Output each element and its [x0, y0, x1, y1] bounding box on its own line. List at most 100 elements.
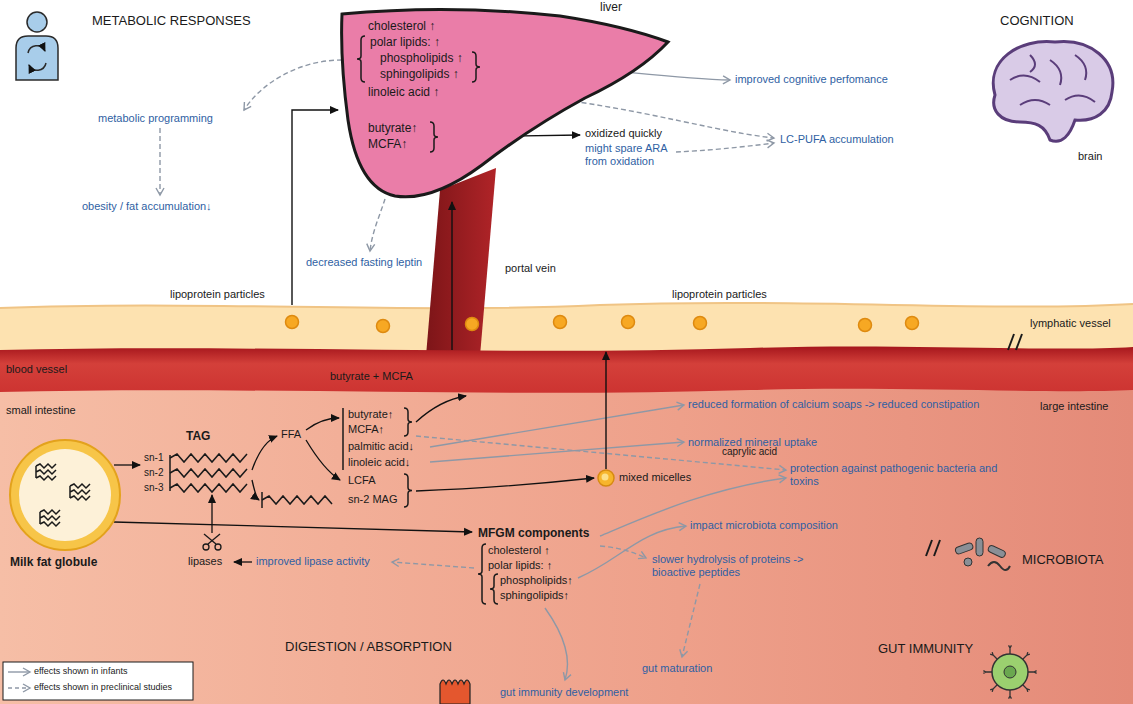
liver-shape-outline — [357, 36, 365, 82]
node-text-holder: lymphatic vessel — [1030, 317, 1111, 330]
microbiota-icon — [955, 538, 1010, 570]
immune-cell-icon — [990, 652, 997, 659]
connector-arrow — [451, 202, 452, 350]
node-label: liver — [600, 1, 622, 15]
label-holder: LC-PUFA accumulation — [780, 133, 894, 146]
lymphatic-vessel-band: lymphatic vessel — [0, 305, 1133, 352]
legend-box — [3, 662, 193, 700]
annotation-text: decreased fasting leptin — [306, 256, 422, 269]
node-text-holder: phospholipids ↑ — [380, 52, 463, 66]
black-arrow — [114, 464, 140, 465]
annotation-text: slower hydrolysis of proteins -> bioacti… — [652, 553, 837, 578]
brain-illustration — [1010, 75, 1040, 82]
label-holder: LCFA — [348, 474, 376, 487]
node-label: Milk fat globule — [10, 556, 97, 570]
person-icon — [28, 46, 45, 53]
annotation-text: TAG — [186, 430, 210, 444]
blood-band — [0, 346, 1133, 396]
brain-illustration — [1010, 55, 1095, 105]
person-icon — [16, 36, 58, 80]
node-text-holder: blood vessel — [6, 363, 67, 376]
immune-cell-icon — [1028, 671, 1037, 674]
grey-arrow — [430, 442, 684, 462]
label-holder: metabolic programming — [98, 112, 213, 125]
label-holder: METABOLIC RESPONSES — [92, 14, 251, 29]
node-text-holder: small intestine — [6, 404, 76, 417]
liver-shape: livercholesterol ↑polar lipids: ↑phospho… — [338, 0, 673, 202]
annotation-text: caprylic acid — [722, 446, 777, 457]
section-heading: DIGESTION / ABSORPTION — [285, 640, 452, 655]
dashed-arrow — [682, 584, 700, 657]
node-text-holder: large intestine — [1040, 400, 1109, 413]
label-holder: protection against pathogenic bacteria a… — [790, 462, 1005, 487]
dashed-arrow — [392, 562, 474, 568]
node-label: phospholipids ↑ — [380, 52, 463, 66]
brain-illustration — [1020, 100, 1050, 105]
node-text-holder: cholesterol ↑ — [368, 20, 435, 34]
legend-box — [8, 671, 30, 672]
black-arrow — [306, 440, 340, 480]
brain-illustration — [993, 42, 1113, 142]
label-holder: oxidized quickly — [585, 127, 662, 140]
milk-fat-globule: Milk fat globule — [6, 436, 130, 574]
person-icon — [16, 12, 58, 80]
liver-shape-outline — [430, 122, 438, 152]
annotation-text: sn-3 — [144, 482, 163, 493]
label-holder: slower hydrolysis of proteins -> bioacti… — [652, 553, 837, 578]
legend-entry: effects shown in preclinical studies — [34, 682, 172, 692]
label-holder: MFGM components — [478, 527, 589, 541]
break-mark — [934, 540, 940, 556]
lipoprotein-particle — [286, 316, 919, 333]
milk-fat-globule-outline — [70, 484, 90, 500]
lipoprotein-particle — [622, 316, 635, 329]
intestine-band — [0, 389, 1133, 704]
dashed-arrow — [370, 199, 385, 251]
lipoprotein-particle — [859, 319, 872, 332]
annotation-text: lipases — [188, 555, 222, 568]
label-holder: sn-1 — [144, 452, 163, 463]
immune-cell-icon — [1009, 690, 1012, 699]
break-mark — [926, 540, 932, 556]
immune-cell-icon — [1023, 685, 1030, 692]
immune-cell-icon — [983, 671, 992, 674]
milk-fat-globule-outline — [19, 449, 111, 541]
black-arrow — [416, 396, 466, 422]
fatty-acid-chain — [170, 454, 247, 462]
label-holder: obesity / fat accumulation↓ — [82, 200, 212, 213]
brain-illustration — [1050, 60, 1061, 85]
label-holder: lipases — [188, 555, 222, 568]
label-holder: butyrate↑ — [348, 408, 393, 421]
annotation-text: sn-2 — [144, 467, 163, 478]
section-heading: GUT IMMUNITY — [878, 642, 973, 657]
label-holder: COGNITION — [1000, 14, 1074, 29]
break-mark — [1008, 334, 1014, 350]
legend-box — [8, 687, 30, 688]
label-holder: lipoprotein particles — [170, 288, 265, 301]
microbiota-icon — [955, 542, 974, 555]
node-text-holder: butyrate↑ — [368, 122, 417, 136]
fatty-acid-chain — [170, 484, 247, 492]
label-holder: brain — [1078, 150, 1102, 163]
node-text-holder: mixed micelles — [619, 471, 691, 484]
label-holder: sphingolipids↑ — [500, 589, 569, 602]
scissors-icon — [215, 544, 221, 550]
break-mark — [1016, 334, 1022, 350]
dashed-arrow — [600, 546, 646, 558]
annotation-text: palmitic acid↓ — [348, 440, 414, 453]
node-text-holder: Milk fat globule — [10, 556, 97, 570]
label-holder: might spare ARA from oxidation — [585, 142, 685, 167]
intestine-region: small intestine large intestineMilk fat g… — [0, 392, 1133, 704]
label-holder: MCFA↑ — [348, 423, 384, 436]
annotation-text: improved lipase activity — [256, 555, 370, 568]
label-holder: palmitic acid↓ — [348, 440, 414, 453]
black-arrow — [114, 522, 472, 532]
label-holder: sn-3 — [144, 482, 163, 493]
villus-icon — [440, 680, 470, 704]
label-holder: portal vein — [505, 262, 556, 275]
annotation-text: butyrate↑ — [348, 408, 393, 421]
brain-illustration — [1075, 55, 1086, 80]
annotation-text: butyrate + MCFA — [330, 370, 413, 383]
node-label: large intestine — [1040, 400, 1109, 413]
label-holder: butyrate + MCFA — [330, 370, 413, 383]
lipoprotein-particle — [694, 317, 707, 330]
